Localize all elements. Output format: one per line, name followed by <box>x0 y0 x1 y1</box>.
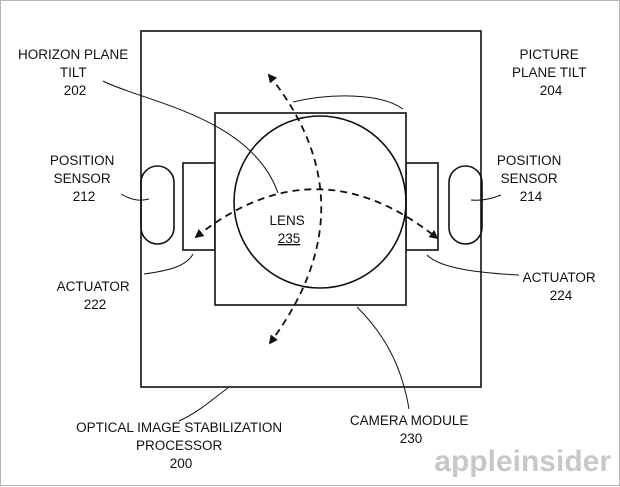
picture-tilt-arrow <box>267 73 323 345</box>
actuator-left-box <box>182 162 216 251</box>
label-position-sensor-right: POSITION SENSOR 214 <box>497 153 565 204</box>
leader-horizon-tilt <box>102 80 279 194</box>
label-actuator-right: ACTUATOR 224 <box>523 270 600 303</box>
label-camera-module: CAMERA MODULE 230 <box>350 413 472 446</box>
leader-picture-tilt <box>292 95 404 110</box>
leader-camera-module <box>356 306 410 410</box>
lens-circle <box>233 115 407 289</box>
label-horizon-tilt: HORIZON PLANE TILT 202 <box>18 47 132 98</box>
leader-sensor-left <box>120 193 150 201</box>
label-ois-processor: OPTICAL IMAGE STABILIZATION PROCESSOR 20… <box>76 420 286 471</box>
appleinsider-watermark: appleinsider <box>434 445 611 478</box>
label-actuator-left: ACTUATOR 222 <box>57 279 134 312</box>
horizon-tilt-arrow <box>194 188 439 240</box>
label-picture-tilt: PICTURE PLANE TILT 204 <box>512 47 590 98</box>
leader-ois-processor <box>178 387 229 422</box>
position-sensor-right <box>448 165 483 245</box>
leader-sensor-right <box>470 194 502 201</box>
position-sensor-left <box>140 165 175 245</box>
actuator-right-box <box>405 162 439 251</box>
label-lens: LENS 235 <box>269 213 308 246</box>
label-position-sensor-left: POSITION SENSOR 212 <box>50 153 118 204</box>
leader-actuator-right <box>426 254 520 276</box>
camera-module-box <box>214 112 407 306</box>
leader-actuator-left <box>143 253 194 275</box>
